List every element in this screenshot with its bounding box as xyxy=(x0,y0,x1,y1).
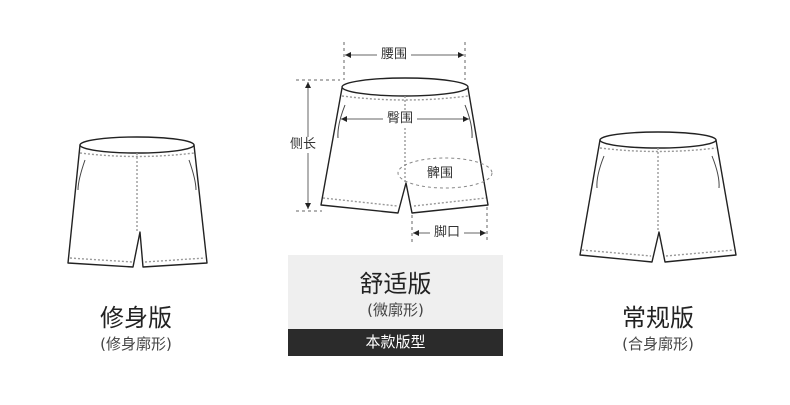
hip-label: 臀围 xyxy=(383,111,418,127)
current-style-badge: 本款版型 xyxy=(288,329,503,356)
thigh-label: 髀围 xyxy=(427,166,454,181)
side-length-label: 侧长 xyxy=(286,137,321,153)
comfort-fit-name: 舒适版 xyxy=(359,270,432,298)
regular-shorts-drawing xyxy=(579,131,737,263)
slim-shorts-drawing xyxy=(67,136,208,268)
regular-fit-name: 常规版 xyxy=(622,304,694,332)
comfort-fit-panel xyxy=(288,255,503,329)
regular-fit-desc: (合身廓形) xyxy=(622,335,694,353)
comfort-fit-desc: (微廓形) xyxy=(367,301,424,319)
slim-fit-desc: (修身廓形) xyxy=(100,335,172,353)
waist-label: 腰围 xyxy=(377,47,412,63)
comfort-shorts-drawing xyxy=(320,77,489,214)
slim-fit-name: 修身版 xyxy=(100,304,172,332)
leg-opening-label: 脚口 xyxy=(430,225,465,241)
